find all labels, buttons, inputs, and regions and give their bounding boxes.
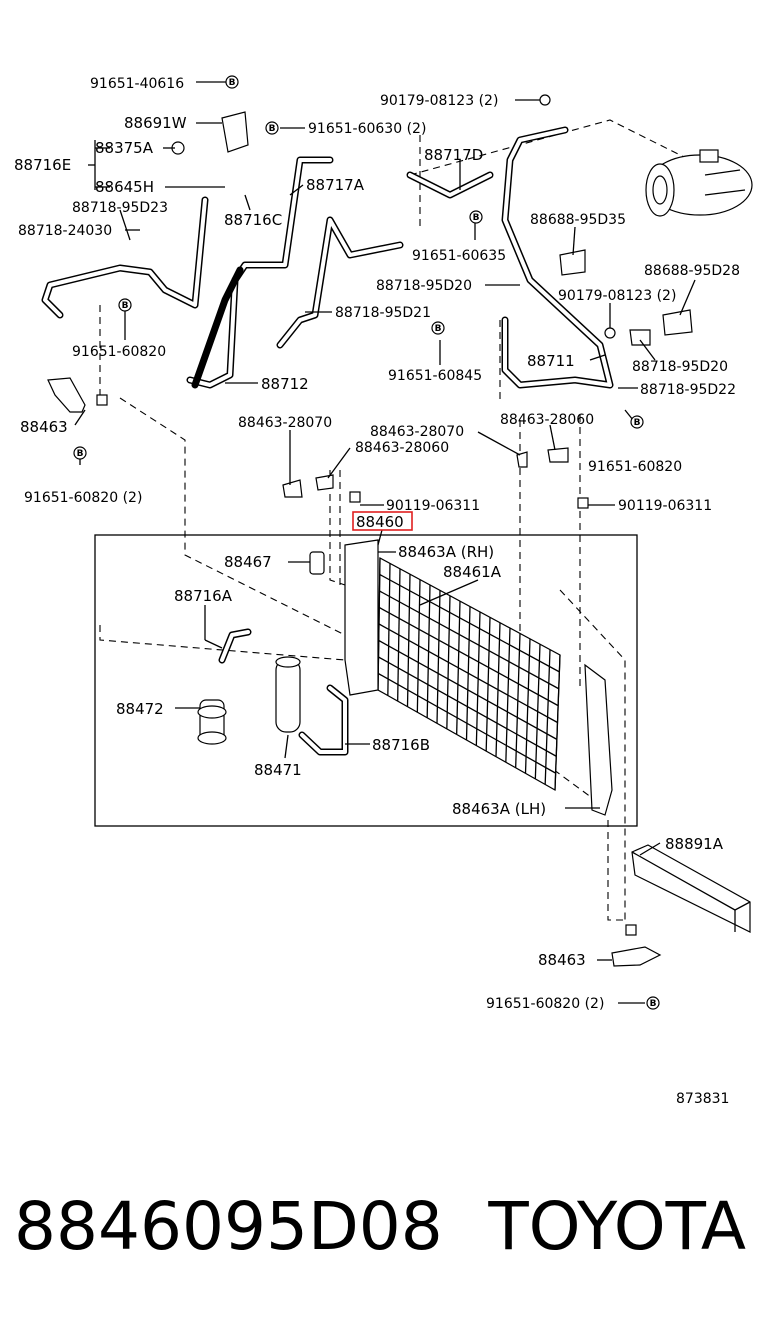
svg-text:B: B (77, 449, 84, 459)
part-labels: 91651-40616 90179-08123 (2) 88691W 91651… (14, 76, 740, 1107)
label-90179-08123-top: 90179-08123 (2) (380, 93, 498, 109)
bolt-marker: B (431, 321, 445, 335)
label-91651-60845: 91651-60845 (388, 368, 482, 384)
label-88463A-LH: 88463A (LH) (452, 800, 546, 818)
svg-text:B: B (229, 78, 236, 88)
label-88891A: 88891A (665, 835, 724, 853)
label-88716A: 88716A (174, 587, 233, 605)
condenser-tube (378, 656, 557, 757)
label-88688-95D35: 88688-95D35 (530, 212, 626, 228)
svg-text:B: B (473, 213, 480, 223)
bolt-markers: B B B B B B B B (73, 75, 660, 1010)
label-91651-40616: 91651-40616 (90, 76, 184, 92)
svg-text:B: B (269, 124, 276, 134)
seal-88891A (631, 844, 751, 933)
condenser-tube (378, 623, 558, 724)
label-88463A-RH: 88463A (RH) (398, 543, 494, 561)
label-91651-60820-b: 91651-60820 (588, 459, 682, 475)
label-88716B: 88716B (372, 736, 430, 754)
brand-name: TOYOTA (488, 1188, 746, 1265)
label-91651-60820-c: 91651-60820 (2) (24, 490, 142, 506)
compressor (645, 149, 753, 217)
part-number: 8846095D08 (14, 1188, 443, 1265)
condenser-tube (378, 639, 558, 740)
highlight-box (352, 511, 413, 531)
label-88716C: 88716C (224, 211, 282, 229)
bolt-marker: B (118, 298, 132, 312)
label-88467: 88467 (224, 553, 272, 571)
bracket-88472 (197, 699, 227, 745)
label-88688-95D28: 88688-95D28 (644, 263, 740, 279)
condenser-tube (379, 573, 560, 673)
label-91651-60635: 91651-60635 (412, 248, 506, 264)
label-88718-95D22: 88718-95D22 (640, 382, 736, 398)
label-88645H: 88645H (95, 178, 154, 196)
label-88463-left: 88463 (20, 418, 68, 436)
leader-lines (74, 81, 696, 1004)
label-88712: 88712 (261, 375, 309, 393)
condenser-core (344, 539, 613, 816)
bolt-marker: B (265, 121, 279, 135)
label-88718-95D21: 88718-95D21 (335, 305, 431, 321)
label-88463-28060-a: 88463-28060 (500, 412, 594, 428)
label-90119-06311-b: 90119-06311 (618, 498, 712, 514)
label-91651-60630: 91651-60630 (2) (308, 121, 426, 137)
label-88463-bottom: 88463 (538, 951, 586, 969)
bolt-marker: B (630, 415, 644, 429)
refrigerant-pipes (41, 126, 614, 389)
label-88718-95D20-a: 88718-95D20 (376, 278, 472, 294)
bolt-marker: B (646, 996, 660, 1010)
bolt-marker: B (73, 446, 87, 460)
condenser-tube (378, 606, 559, 707)
svg-text:B: B (122, 301, 129, 311)
svg-text:B: B (435, 324, 442, 334)
bolt-marker: B (225, 75, 239, 89)
label-88461A: 88461A (443, 563, 502, 581)
label-88460-highlighted: 88460 (356, 513, 404, 531)
hex-bolts (96, 94, 637, 936)
label-88375A: 88375A (95, 139, 154, 157)
bolt-marker: B (469, 210, 483, 224)
label-90119-06311-a: 90119-06311 (386, 498, 480, 514)
condenser-assembly-frame (94, 534, 638, 827)
mount-88467 (309, 551, 325, 575)
label-88463-28070-b: 88463-28070 (370, 424, 464, 440)
receiver-dryer (218, 628, 349, 756)
label-88717D: 88717D (424, 146, 483, 164)
brackets (47, 111, 693, 967)
label-88716E: 88716E (14, 156, 71, 174)
label-88711: 88711 (527, 352, 575, 370)
label-88718-95D20-b: 88718-95D20 (632, 359, 728, 375)
label-90179-08123-mid: 90179-08123 (2) (558, 288, 676, 304)
label-91651-60820-d: 91651-60820 (2) (486, 996, 604, 1012)
label-88691W: 88691W (124, 114, 187, 132)
svg-text:B: B (650, 999, 657, 1009)
svg-text:B: B (634, 418, 641, 428)
label-88471: 88471 (254, 761, 302, 779)
condenser-tube (379, 590, 560, 690)
label-88718-95D23: 88718-95D23 (72, 200, 168, 216)
label-88463-28060-b: 88463-28060 (355, 440, 449, 456)
label-88717A: 88717A (306, 176, 365, 194)
label-91651-60820-a: 91651-60820 (72, 344, 166, 360)
label-88718-24030: 88718-24030 (18, 223, 112, 239)
condenser-tube (377, 672, 556, 774)
label-88472: 88472 (116, 700, 164, 718)
label-88463-28070-a: 88463-28070 (238, 415, 332, 431)
diagram-id: 873831 (676, 1091, 729, 1107)
